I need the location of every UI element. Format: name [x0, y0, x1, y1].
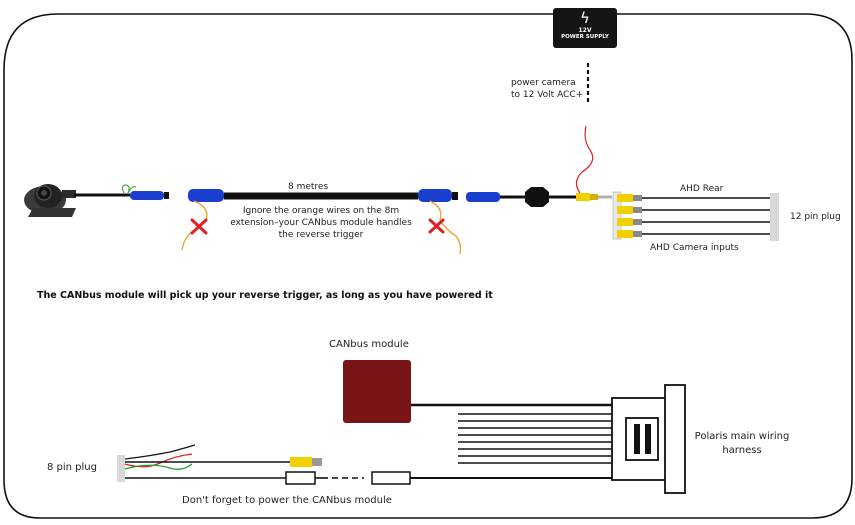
cross-mark-left: [190, 218, 208, 235]
canbus-module-box: [343, 360, 411, 423]
twelve-pin-plug: [770, 193, 779, 241]
connector-blue-2: [188, 189, 224, 202]
psu-voltage: 12V: [578, 27, 592, 34]
polaris-label-line1: Polaris main wiring: [694, 431, 790, 442]
rca-plug-2: [617, 206, 770, 214]
inline-filter: [525, 187, 549, 207]
diagram-frame: [3, 13, 853, 519]
eight-pin-plug: [117, 455, 125, 482]
inline-fuse-left: [285, 471, 316, 485]
twelve-pin-label: 12 pin plug: [790, 212, 841, 222]
harness-wires: [411, 403, 612, 464]
rca-plug-bottom: [290, 457, 312, 467]
polaris-harness-connector: [611, 384, 686, 494]
inline-fuse-right: [371, 471, 411, 485]
power-module-note: Don't forget to power the CANbus module: [182, 495, 392, 506]
eight-pin-plug-group: [117, 444, 612, 485]
canbus-module-label: CANbus module: [329, 339, 409, 350]
power-camera-label-line1: power camera: [511, 78, 576, 88]
rca-plug-group: [612, 191, 779, 241]
rca-plug-4: [617, 230, 770, 238]
connector-blue-4: [466, 192, 500, 202]
cross-mark-right: [428, 218, 445, 234]
connector-blue-1: [130, 191, 164, 200]
eight-metres-label: 8 metres: [288, 182, 329, 192]
ignore-note-line2: extension–your CANbus module handles: [230, 218, 412, 228]
eight-pin-label: 8 pin plug: [47, 462, 97, 473]
ignore-note-line3: the reverse trigger: [278, 230, 364, 240]
rca-plug-3: [617, 218, 770, 226]
power-connector-yellow: [576, 193, 590, 201]
trigger-note: The CANbus module will pick up your reve…: [37, 290, 493, 301]
power-supply-box: ϟ 12V POWER SUPPLY: [553, 8, 617, 48]
rca-plug-1: [617, 194, 770, 202]
connector-blue-3: [418, 189, 452, 202]
reversing-camera: [24, 184, 76, 217]
psu-title: POWER SUPPLY: [561, 34, 609, 40]
power-camera-label-line2: to 12 Volt ACC+: [511, 90, 584, 100]
top-wire-chain: [74, 184, 612, 207]
power-wire-red: [575, 125, 594, 194]
polaris-label-line2: harness: [722, 445, 762, 456]
lightning-bolt-icon: ϟ: [580, 9, 590, 27]
ahd-inputs-label: AHD Camera inputs: [650, 243, 739, 253]
ahd-rear-label: AHD Rear: [680, 184, 724, 194]
ignore-note-line1: Ignore the orange wires on the 8m: [242, 206, 400, 216]
